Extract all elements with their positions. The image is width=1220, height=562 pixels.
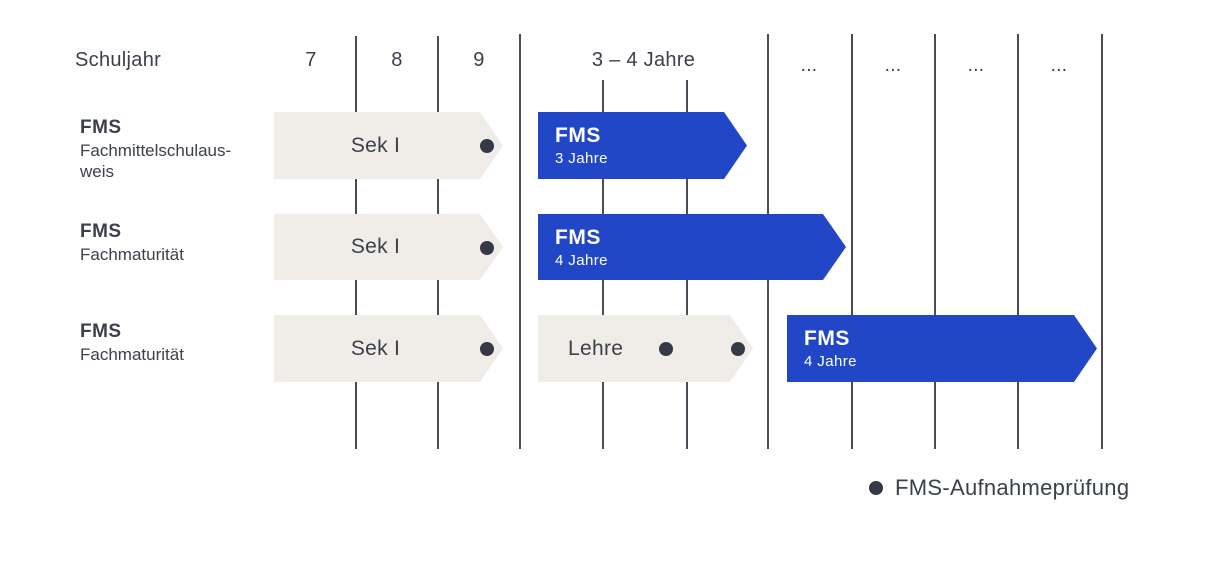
aufnahmepruefung-dot-icon	[480, 342, 494, 356]
lehre-label: Lehre	[568, 336, 624, 360]
aufnahmepruefung-dot-icon	[869, 481, 883, 495]
fms-arrow-title: FMS	[804, 327, 850, 350]
ellipsis-column-2: ...	[884, 55, 902, 76]
sek-1-label: Sek I	[350, 336, 401, 360]
row-label-fms-fachmittelschulausweis: FMS Fachmittelschulaus- weis	[80, 115, 231, 182]
row-label-fms-fachmaturitaet-1: FMS Fachmaturität	[80, 219, 184, 265]
row-title: FMS	[80, 321, 122, 342]
row-subtitle-line: weis	[80, 162, 115, 181]
ellipsis-column-1: ...	[800, 55, 818, 76]
fms-4-jahre-arrow-row-3: FMS 4 Jahre	[787, 315, 1097, 382]
row-subtitle-line: Fachmaturität	[80, 245, 184, 264]
row-title: FMS	[80, 221, 122, 242]
year-column-9: 9	[473, 48, 485, 71]
row-label-fms-fachmaturitaet-2: FMS Fachmaturität	[80, 319, 184, 365]
aufnahmepruefung-dot-icon	[480, 241, 494, 255]
sek-1-label: Sek I	[350, 235, 401, 258]
sek-1-label: Sek I	[350, 133, 401, 157]
aufnahmepruefung-dot-icon	[480, 139, 494, 153]
gridline-year-9-end	[519, 34, 521, 449]
legend: FMS-Aufnahmeprüfung	[869, 475, 1129, 501]
fms-arrow-duration: 4 Jahre	[555, 251, 608, 269]
gridline-col-3	[934, 34, 936, 449]
fms-arrow-duration: 4 Jahre	[804, 353, 857, 370]
gridline-col-2	[851, 34, 853, 449]
aufnahmepruefung-dot-icon	[731, 342, 745, 356]
year-column-7: 7	[305, 48, 317, 71]
row-subtitle-line: Fachmittelschulaus-	[80, 141, 232, 160]
legend-label: FMS-Aufnahmeprüfung	[895, 475, 1130, 500]
sek-1-arrow-row-1: Sek I	[274, 112, 503, 179]
ellipsis-column-4: ...	[1050, 55, 1068, 76]
fms-3-jahre-arrow: FMS 3 Jahre	[538, 112, 747, 179]
fms-arrow-title: FMS	[555, 225, 601, 249]
ellipsis-column-3: ...	[967, 55, 985, 76]
schuljahr-axis-label: Schuljahr	[75, 48, 162, 71]
duration-header-3-4-jahre: 3 – 4 Jahre	[591, 48, 696, 71]
fms-4-jahre-arrow-row-2: FMS 4 Jahre	[538, 214, 846, 280]
fms-arrow-duration: 3 Jahre	[555, 150, 608, 167]
row-title: FMS	[80, 117, 122, 138]
gridline-col-5	[1101, 34, 1103, 449]
year-column-8: 8	[391, 48, 403, 71]
sek-1-arrow-row-2: Sek I	[274, 214, 503, 280]
fms-arrow-title: FMS	[555, 124, 601, 147]
row-subtitle-line: Fachmaturität	[80, 345, 184, 364]
gridline-col-4	[1017, 34, 1019, 449]
sek-1-arrow-row-3: Sek I	[274, 315, 503, 382]
lehre-arrow: Lehre	[538, 315, 753, 382]
aufnahmepruefung-dot-icon	[659, 342, 673, 356]
